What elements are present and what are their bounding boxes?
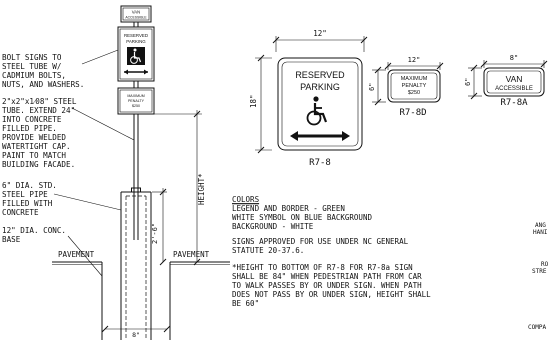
height-note-line5: BE 60" (232, 299, 259, 308)
colors-line2: WHITE SYMBOL ON BLUE BACKGROUND (232, 213, 372, 222)
sign-r7-8-label: R7-8 (309, 158, 331, 168)
edge-fragment-3: RO (541, 261, 549, 268)
concrete-foundation (101, 191, 171, 340)
pavement-lines: PAVEMENT PAVEMENT (52, 250, 230, 265)
wheelchair-symbol-icon (127, 47, 145, 65)
height-note-line1: *HEIGHT TO BOTTOM OF R7-8 FOR R7-8a SIGN (232, 263, 413, 272)
steel-tube-post (131, 22, 141, 240)
sign-r7-8a-height-dim: 6" (464, 78, 472, 86)
colors-line3: BACKGROUND - WHITE (232, 222, 314, 231)
note-pipe-line4: CONCRETE (2, 208, 39, 217)
edge-fragment-2: HANI (533, 229, 548, 236)
sign-r7-8-width-dim: 12" (313, 29, 327, 38)
colors-heading: COLORS (232, 195, 260, 204)
sign-r7-8d-width-dim: 12" (408, 56, 421, 64)
height-dimension-label: HEIGHT* (197, 173, 206, 205)
general-notes: COLORS LEGEND AND BORDER - GREEN WHITE S… (232, 195, 431, 308)
embedment-dimension: 2'-6" (151, 188, 167, 266)
sign-r7-8: 12" 18" RESERVED PARKING R7-8 (249, 29, 368, 168)
post-detail: VAN ACCESSIBLE RESERVED PARKING (2, 5, 230, 340)
sign-r7-8a-width-dim: 8" (510, 54, 518, 62)
note-base-line1: 12" DIA. CONC. (2, 226, 66, 235)
note-bolt-line2: STEEL TUBE W/ (2, 62, 61, 71)
height-note-line3: TO WALK PASSES BY OR UNDER SIGN. WHEN PA… (232, 281, 422, 290)
note-tube-line1: 2"x2"x1⁄08" STEEL (2, 97, 77, 106)
height-note-line2: SHALL BE 84" WHEN PEDESTRIAN PATH FROM C… (232, 272, 422, 281)
note-bolt-line3: CADMIUM BOLTS, (2, 71, 66, 80)
cropped-edge-fragments: ANG HANI RO STRE COMPA (528, 222, 549, 331)
post-sign-van-line1: VAN (132, 10, 141, 15)
note-tube-line3: INTO CONCRETE (2, 115, 62, 124)
post-sign-van-line2: ACCESSIBLE (125, 16, 147, 20)
sign-r7-8a: 8" 6" VAN ACCESSIBLE R7-8A (464, 54, 548, 108)
note-bolt-signs: BOLT SIGNS TO STEEL TUBE W/ CADMIUM BOLT… (2, 49, 119, 89)
colors-line1: LEGEND AND BORDER - GREEN (232, 204, 345, 213)
sign-r7-8d-label: R7-8D (399, 108, 426, 118)
note-pipe-leader (53, 193, 122, 211)
note-tube-line7: PAINT TO MATCH (2, 151, 66, 160)
post-sign-reserved-line2: PARKING (126, 39, 146, 44)
wheelchair-symbol-icon (306, 96, 328, 126)
note-base-line2: BASE (2, 235, 21, 244)
post-sign-penalty-line3: $250 (132, 104, 140, 108)
height-dimension: HEIGHT* (154, 110, 206, 266)
note-concrete-base: 12" DIA. CONC. BASE (2, 226, 103, 277)
note-pipe-line2: STEEL PIPE (2, 190, 48, 199)
edge-fragment-4: STRE (532, 268, 547, 275)
sign-r7-8a-text-line2: ACCESSIBLE (495, 86, 533, 92)
sign-r7-8d: 12" 6" MAXIMUM PENALTY $250 R7-8D (368, 56, 444, 118)
sign-r7-8-text-line2: PARKING (300, 82, 340, 92)
double-arrow-icon (290, 131, 350, 141)
embedment-dimension-label: 2'-6" (151, 223, 159, 244)
note-steel-pipe: 6" DIA. STD. STEEL PIPE FILLED WITH CONC… (2, 181, 122, 217)
approved-line2: STATUTE 20-37.6. (232, 246, 304, 255)
sign-elevations: 12" 18" RESERVED PARKING R7-8 (249, 29, 548, 168)
pavement-label-left: PAVEMENT (58, 250, 95, 259)
base-width-dimension: 8" (101, 325, 171, 339)
edge-fragment-1: ANG (535, 222, 546, 229)
base-width-dimension-label: 8" (132, 331, 140, 339)
sign-r7-8-text-line1: RESERVED (295, 70, 345, 80)
note-tube-line2: TUBE. EXTEND 24" (2, 106, 75, 115)
post-sign-reserved: RESERVED PARKING (117, 26, 155, 82)
edge-fragment-5: COMPA (528, 324, 546, 331)
pavement-label-right: PAVEMENT (173, 250, 210, 259)
post-sign-van: VAN ACCESSIBLE (120, 5, 152, 23)
sign-r7-8a-text-line1: VAN (506, 74, 523, 84)
sign-r7-8d-text-line3: $250 (408, 90, 420, 96)
post-sign-penalty: MAXIMUM PENALTY $250 (117, 87, 155, 115)
note-tube-line6: WATERTIGHT CAP. (2, 142, 71, 151)
note-tube-line4: FILLED PIPE. (2, 124, 57, 133)
post-sign-reserved-line1: RESERVED (124, 33, 148, 38)
double-arrow-icon (124, 69, 148, 75)
note-steel-tube: 2"x2"x1⁄08" STEEL TUBE. EXTEND 24" INTO … (2, 97, 135, 169)
note-tube-line5: PROVIDE WELDED (2, 133, 66, 142)
sign-r7-8d-text-line1: MAXIMUM (401, 76, 428, 82)
note-bolt-leader (81, 49, 119, 65)
height-note-line4: DOES NOT PASS BY OR UNDER SIGN, HEIGHT S… (232, 290, 431, 299)
post-sign-penalty-line2: PENALTY (128, 99, 145, 103)
sign-r7-8-height-dim: 18" (249, 94, 258, 108)
sign-r7-8d-text-line2: PENALTY (402, 83, 427, 89)
note-bolt-line1: BOLT SIGNS TO (2, 53, 62, 62)
note-pipe-line3: FILLED WITH (2, 199, 53, 208)
note-tube-leader (71, 107, 135, 141)
note-bolt-line4: NUTS, AND WASHERS. (2, 80, 84, 89)
note-tube-line8: BUILDING FACADE. (2, 160, 75, 169)
sign-r7-8a-label: R7-8A (500, 98, 528, 108)
sign-r7-8d-height-dim: 6" (368, 83, 376, 91)
note-pipe-line1: 6" DIA. STD. (2, 181, 57, 190)
approved-line1: SIGNS APPROVED FOR USE UNDER NC GENERAL (232, 237, 409, 246)
note-base-leader (67, 235, 103, 277)
post-sign-penalty-line1: MAXIMUM (127, 94, 144, 98)
